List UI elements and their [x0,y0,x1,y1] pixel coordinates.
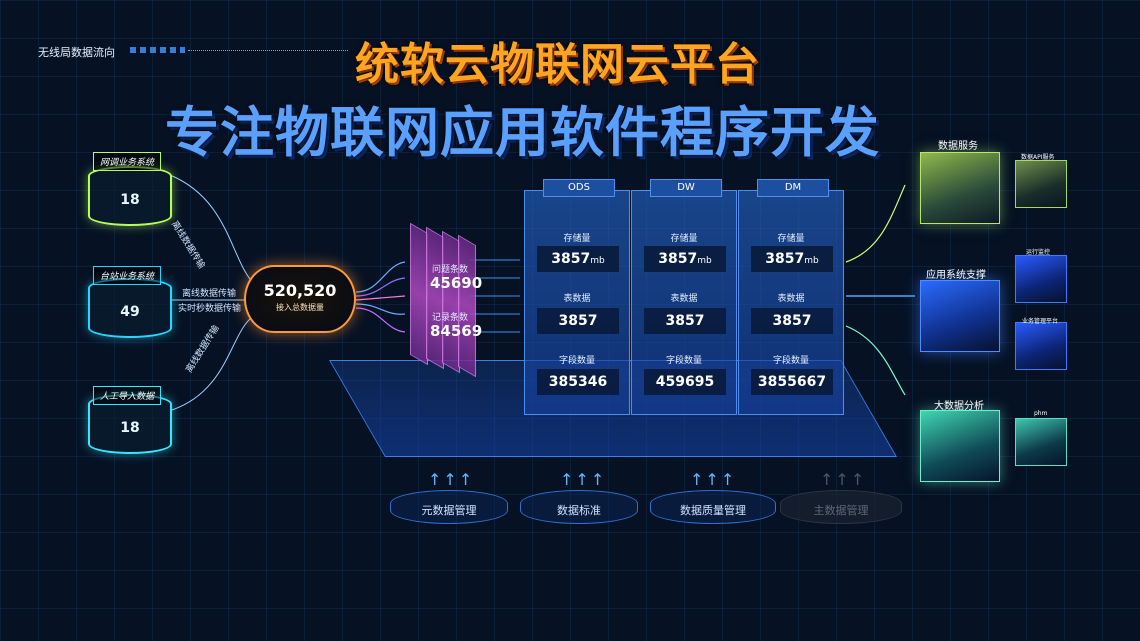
hub-label: 接入总数据量 [276,303,324,312]
storage-label: 存储量 [777,234,805,244]
main-title: 统软云物联网云平台 [355,39,760,90]
table-value: 3857 [537,308,619,334]
warehouse-column-dm[interactable]: DM 存储量 3857mb 表数据 3857 字段数量 3855667 [738,179,844,415]
source-value: 18 [120,420,140,436]
biz-mgmt-label: 业务管理平台 [1022,318,1059,325]
source-value: 18 [120,192,140,208]
up-arrows: ↑↑↑ [428,470,475,489]
source-label: 台站业务系统 [93,266,162,285]
hub-value: 520,520 [263,281,337,300]
column-title: DM [757,179,829,197]
fan-plate [458,234,476,378]
cylinder-body [88,166,172,226]
cube-face [920,152,1000,224]
flow-label-mid1: 离线数据传输 [182,289,237,299]
column-title: ODS [543,179,615,197]
sub-title: 专注物联网应用软件程序开发 [165,101,880,164]
big-data-label: 大数据分析 [934,401,984,412]
table-label: 表数据 [777,294,805,304]
table-label: 表数据 [670,294,698,304]
up-arrows: ↑↑↑ [690,470,737,489]
warehouse-column-dw[interactable]: DW 存储量 3857mb 表数据 3857 字段数量 459695 [631,179,737,415]
ops-monitor-label: 运行监控 [1026,249,1051,256]
header-decor-dots [188,50,348,51]
header-decor-bars [130,47,185,53]
table-value: 3857 [644,308,726,334]
field-value: 3855667 [751,369,833,395]
total-data-hub[interactable]: 520,520 接入总数据量 [244,265,356,333]
system-metadata[interactable]: 元数据管理 [390,490,508,524]
table-label: 表数据 [563,294,591,304]
system-master-data[interactable]: 主数据管理 [780,490,902,524]
field-value: 385346 [537,369,619,395]
storage-label: 存储量 [563,234,591,244]
storage-value: 3857mb [644,246,726,272]
phm-label: phm [1034,410,1048,417]
system-data-quality[interactable]: 数据质量管理 [650,490,776,524]
stat-value: 45690 [430,274,483,292]
up-arrows: ↑↑↑ [560,470,607,489]
stat-label: 记录条数 [432,313,469,323]
data-service-label: 数据服务 [938,141,978,152]
app-support-label: 应用系统支撑 [926,270,986,281]
data-api-label: 数据API服务 [1021,154,1055,161]
source-cylinder-1[interactable]: 18 [88,158,172,230]
stat-label: 问题条数 [432,265,469,275]
cube-face [1015,160,1067,208]
field-label: 字段数量 [772,356,809,366]
source-label: 网调业务系统 [93,152,162,171]
flow-label-mid2: 实时秒数据传输 [178,304,242,314]
field-value: 459695 [644,369,726,395]
warehouse-column-ods[interactable]: ODS 存储量 3857mb 表数据 3857 字段数量 385346 [524,179,630,415]
storage-value: 3857mb [751,246,833,272]
cube-face [920,280,1000,352]
source-value: 49 [120,304,140,320]
cube-face [1015,255,1067,303]
header-label: 无线局数据流向 [38,46,115,59]
storage-value: 3857mb [537,246,619,272]
cube-face [1015,322,1067,370]
table-value: 3857 [751,308,833,334]
cube-face [920,410,1000,482]
column-title: DW [650,179,722,197]
storage-label: 存储量 [670,234,698,244]
cube-face [1015,418,1067,466]
field-label: 字段数量 [665,356,702,366]
source-label: 人工导入数据 [93,386,162,405]
field-label: 字段数量 [558,356,595,366]
stat-value: 84569 [430,322,483,340]
system-data-standard[interactable]: 数据标准 [520,490,638,524]
up-arrows: ↑↑↑ [820,470,867,489]
